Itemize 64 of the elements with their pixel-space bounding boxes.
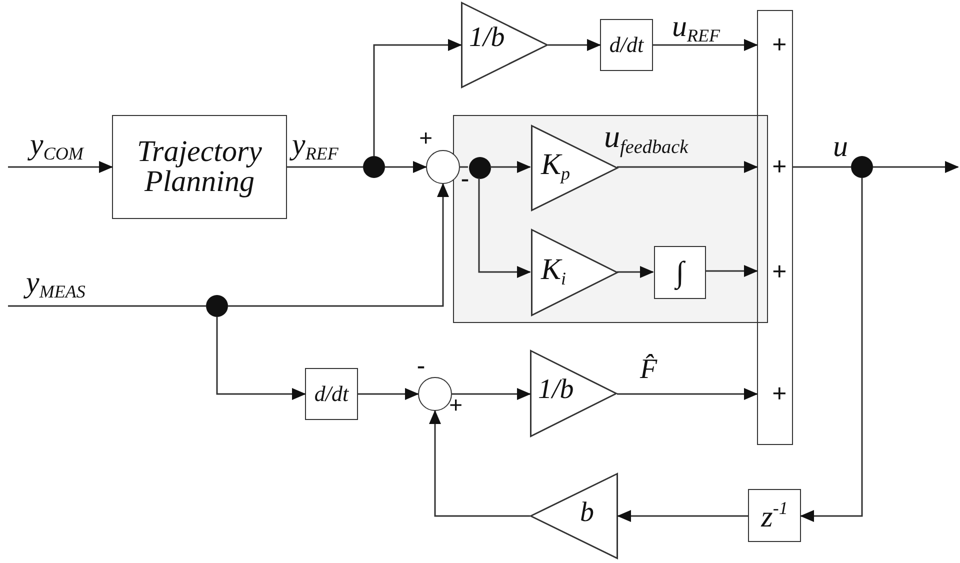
junction-dot bbox=[363, 156, 385, 178]
arrow bbox=[617, 161, 758, 173]
signal-label: u$_{feedback}$ bbox=[604, 120, 688, 157]
gain-triangle bbox=[530, 350, 617, 437]
gain-triangle bbox=[531, 125, 618, 211]
arrow bbox=[653, 39, 758, 51]
arrow bbox=[373, 39, 462, 156]
arrow bbox=[358, 388, 419, 400]
arrow bbox=[490, 161, 531, 173]
connector-line bbox=[287, 166, 363, 168]
arrow bbox=[228, 183, 449, 307]
delay-box bbox=[748, 489, 801, 542]
edge-label: u bbox=[833, 132, 848, 162]
arrow bbox=[617, 266, 654, 278]
sign-label: + bbox=[772, 154, 787, 180]
arrow bbox=[705, 265, 758, 277]
arrow bbox=[617, 510, 748, 522]
arrow bbox=[548, 39, 601, 51]
arrow bbox=[385, 161, 427, 173]
gain-label: K$_{i}$ bbox=[541, 255, 566, 288]
sign-label: + bbox=[772, 259, 787, 285]
gain-triangle bbox=[531, 229, 618, 316]
sign-label: + bbox=[419, 127, 433, 151]
derivative-box bbox=[305, 368, 358, 420]
arrow bbox=[800, 178, 863, 522]
gain-triangle bbox=[530, 473, 618, 559]
gain-triangle bbox=[461, 2, 548, 88]
connector-line bbox=[8, 305, 206, 307]
integrator-box bbox=[654, 246, 706, 299]
arrow bbox=[8, 161, 113, 173]
sign-label: - bbox=[461, 167, 469, 191]
sign-label: - bbox=[417, 354, 425, 378]
block-label: z$^{-1}$ bbox=[761, 498, 788, 532]
edge-label: y$_{COM}$ bbox=[30, 130, 84, 162]
feedback-group bbox=[453, 115, 768, 323]
block-label: Trajectory Planning bbox=[136, 137, 263, 197]
process-box bbox=[112, 115, 287, 219]
block-label: d/dt bbox=[609, 34, 644, 56]
gain-label: 1/b bbox=[469, 24, 505, 52]
arrow bbox=[216, 317, 306, 400]
edge-label: y$_{REF}$ bbox=[292, 130, 338, 162]
connector-line bbox=[793, 166, 851, 168]
sign-label: + bbox=[772, 381, 787, 407]
junction-dot bbox=[469, 157, 491, 179]
summing-bar bbox=[757, 10, 793, 445]
arrow bbox=[452, 388, 531, 400]
edge-label: F̂ bbox=[640, 356, 658, 384]
derivative-box bbox=[600, 19, 653, 71]
arrow bbox=[617, 388, 758, 400]
connector-line bbox=[460, 166, 468, 168]
block-label: d/dt bbox=[314, 383, 349, 405]
arrow bbox=[873, 161, 959, 173]
arrow bbox=[478, 178, 531, 278]
edge-label: u$_{REF}$ bbox=[672, 12, 720, 44]
sign-label: + bbox=[772, 32, 787, 58]
edge-label: y$_{MEAS}$ bbox=[26, 268, 86, 300]
gain-label: K$_{p}$ bbox=[541, 150, 570, 182]
junction-dot bbox=[851, 156, 873, 178]
block-label: ∫ bbox=[676, 258, 684, 288]
gain-label: b bbox=[580, 499, 594, 527]
gain-label: 1/b bbox=[538, 376, 574, 404]
junction-dot bbox=[206, 295, 228, 317]
arrow bbox=[429, 410, 530, 517]
sign-label: + bbox=[449, 394, 463, 418]
